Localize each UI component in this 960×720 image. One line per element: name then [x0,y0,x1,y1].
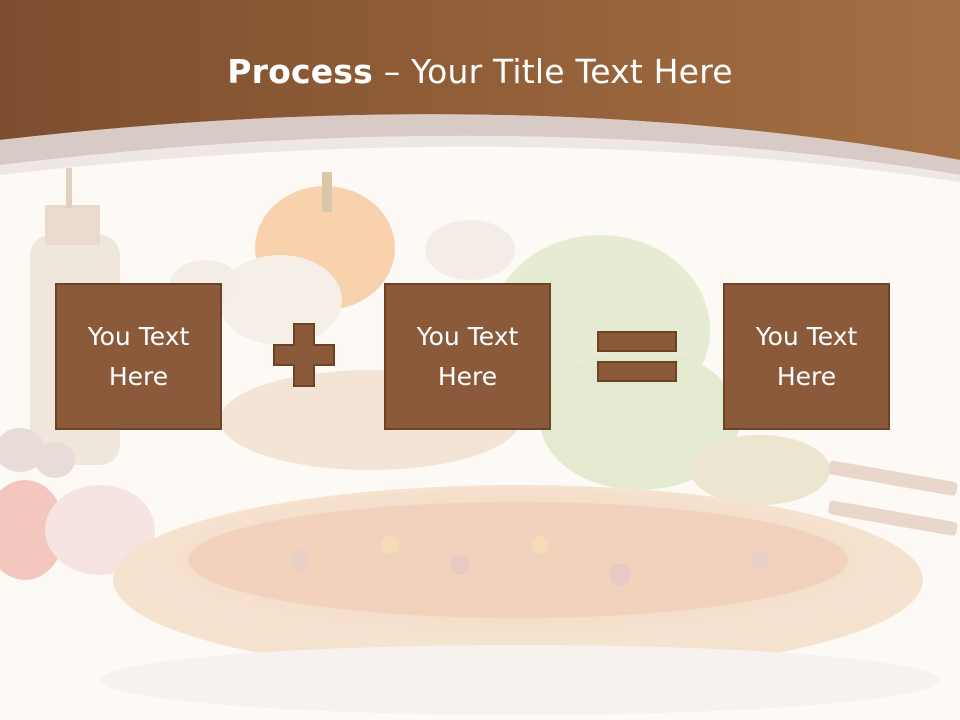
process-box-1-text: You Text Here [87,321,190,391]
process-box-3-text: You Text Here [755,321,858,391]
title-bold: Process [227,52,373,91]
equals-icon [597,331,677,382]
process-box-2: You Text Here [384,283,551,430]
process-box-1: You Text Here [55,283,222,430]
title-separator: – [373,52,412,91]
plus-icon [273,323,335,387]
header-band [0,0,960,182]
title-rest: Your Title Text Here [411,52,733,91]
process-box-2-text: You Text Here [416,321,519,391]
process-box-3: You Text Here [723,283,890,430]
slide-title: Process – Your Title Text Here [0,52,960,91]
